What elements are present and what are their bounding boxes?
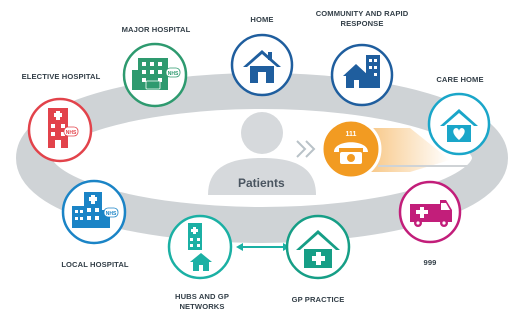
double-arrow-icon <box>236 243 290 251</box>
phone-111-circle <box>320 118 382 180</box>
community-label: COMMUNITY AND RAPID RESPONSE <box>315 9 409 28</box>
hospital-tower-icon <box>48 108 68 148</box>
nhs-badge-text: NHS <box>106 211 117 217</box>
care-home-node <box>427 92 491 156</box>
phone-111-label: 111 <box>346 131 357 138</box>
hubs-gp-node <box>167 214 233 280</box>
local-hospital-label: LOCAL HOSPITAL <box>61 260 129 269</box>
chevron-arrows-icon <box>296 140 316 158</box>
home-node <box>230 33 294 97</box>
local-hospital-node: NHS <box>61 179 127 245</box>
nhs-badge <box>103 207 119 218</box>
nhs-badge-text: NHS <box>66 130 77 136</box>
gp-practice-label: GP PRACTICE <box>291 295 345 304</box>
community-node <box>330 43 394 107</box>
hubs-gp-label: HUBS AND GP NETWORKS <box>175 292 229 311</box>
ambulance-999-node <box>398 180 462 244</box>
patient-silhouette-icon <box>208 112 316 195</box>
gp-practice-node <box>285 214 351 280</box>
major-hospital-node: NHS <box>122 42 188 108</box>
nhs-badge <box>165 67 181 78</box>
major-hospital-label: MAJOR HOSPITAL <box>121 25 191 34</box>
ambulance-small-icon <box>145 80 161 90</box>
phone-icon <box>334 142 368 164</box>
ambulance-999-label: 999 <box>423 258 437 267</box>
home-label: HOME <box>250 15 274 24</box>
elective-hospital-node: NHS <box>27 97 93 163</box>
patients-label: Patients <box>238 176 285 190</box>
elective-hospital-label: ELECTIVE HOSPITAL <box>21 72 101 81</box>
care-home-label: CARE HOME <box>436 75 484 84</box>
nhs-badge-text: NHS <box>168 71 179 77</box>
nhs-badge <box>63 126 79 137</box>
